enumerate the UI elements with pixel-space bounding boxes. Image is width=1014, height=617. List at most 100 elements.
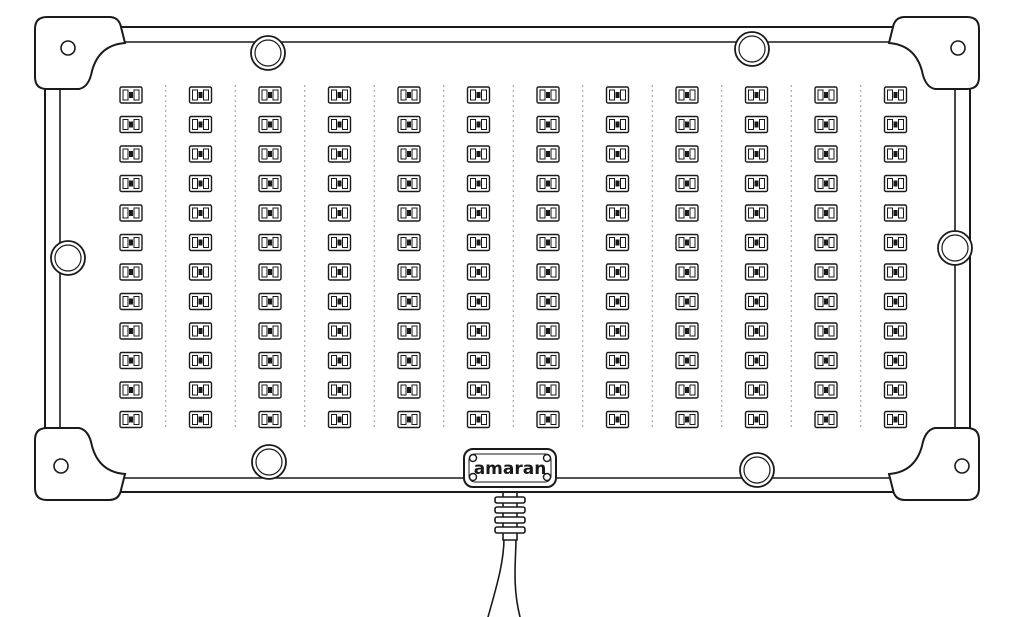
- led-chip-icon: [814, 263, 838, 281]
- brand-label: amaran: [474, 459, 547, 479]
- led-chip-icon: [883, 86, 908, 104]
- led-chip-icon: [397, 322, 421, 340]
- led-chip-icon: [119, 86, 143, 104]
- mounting-button-icon: [937, 230, 973, 266]
- led-chip-icon: [675, 292, 699, 311]
- led-chip-icon: [675, 263, 699, 281]
- led-chip-icon: [744, 174, 769, 193]
- led-chip-icon: [258, 233, 282, 252]
- led-chip-icon: [258, 204, 282, 222]
- led-chip-icon: [397, 86, 421, 104]
- led-chip-icon: [536, 292, 560, 311]
- led-chip-icon: [327, 410, 352, 429]
- mounting-button-icon: [250, 35, 286, 71]
- led-chip-icon: [883, 263, 908, 281]
- led-chip-icon: [119, 410, 143, 429]
- led-chip-icon: [675, 174, 699, 193]
- led-chip-icon: [397, 410, 421, 429]
- led-chip-icon: [675, 115, 699, 134]
- led-chip-icon: [397, 263, 421, 281]
- led-chip-icon: [605, 322, 630, 340]
- led-chip-icon: [675, 204, 699, 222]
- mounting-button-icon: [734, 31, 770, 67]
- led-chip-icon: [883, 292, 908, 311]
- led-chip-icon: [466, 263, 491, 281]
- led-chip-icon: [744, 145, 769, 163]
- led-chip-icon: [536, 204, 560, 222]
- led-chip-icon: [258, 115, 282, 134]
- led-chip-icon: [397, 351, 421, 370]
- led-chip-icon: [397, 145, 421, 163]
- led-chip-icon: [466, 381, 491, 399]
- led-chip-icon: [536, 410, 560, 429]
- led-chip-icon: [536, 174, 560, 193]
- led-chip-icon: [675, 322, 699, 340]
- led-chip-icon: [675, 86, 699, 104]
- led-chip-icon: [119, 233, 143, 252]
- led-chip-icon: [188, 410, 213, 429]
- led-chip-icon: [744, 381, 769, 399]
- led-chip-icon: [814, 292, 838, 311]
- corner-bracket-bottom-right: [887, 427, 980, 501]
- led-chip-icon: [536, 115, 560, 134]
- led-chip-icon: [327, 322, 352, 340]
- led-chip-icon: [605, 263, 630, 281]
- mounting-hole-icon: [950, 40, 966, 56]
- led-chip-icon: [466, 322, 491, 340]
- led-chip-icon: [119, 115, 143, 134]
- led-chip-icon: [883, 174, 908, 193]
- led-chip-icon: [327, 292, 352, 311]
- led-chip-icon: [883, 351, 908, 370]
- led-chip-icon: [814, 145, 838, 163]
- led-chip-icon: [814, 351, 838, 370]
- led-chip-icon: [188, 322, 213, 340]
- led-chip-icon: [744, 115, 769, 134]
- led-chip-icon: [883, 115, 908, 134]
- led-chip-icon: [327, 174, 352, 193]
- led-chip-icon: [675, 410, 699, 429]
- led-chip-icon: [466, 292, 491, 311]
- mounting-button-icon: [50, 240, 86, 276]
- mounting-button-icon: [739, 452, 775, 488]
- mounting-hole-icon: [53, 458, 69, 474]
- led-chip-icon: [536, 351, 560, 370]
- led-chip-icon: [119, 381, 143, 399]
- led-chip-icon: [327, 204, 352, 222]
- led-chip-grid: [119, 86, 908, 429]
- led-chip-icon: [188, 292, 213, 311]
- led-chip-icon: [675, 233, 699, 252]
- led-chip-icon: [605, 381, 630, 399]
- led-chip-icon: [258, 322, 282, 340]
- led-chip-icon: [327, 351, 352, 370]
- led-chip-icon: [744, 233, 769, 252]
- led-chip-icon: [327, 145, 352, 163]
- led-chip-icon: [466, 410, 491, 429]
- led-chip-icon: [188, 233, 213, 252]
- led-chip-icon: [119, 145, 143, 163]
- led-chip-icon: [119, 322, 143, 340]
- led-chip-icon: [258, 351, 282, 370]
- led-chip-icon: [814, 233, 838, 252]
- power-cable: [487, 537, 521, 617]
- led-chip-icon: [605, 115, 630, 134]
- mounting-hole-icon: [954, 458, 970, 474]
- led-chip-icon: [258, 292, 282, 311]
- corner-bracket-top-right: [887, 16, 980, 90]
- led-chip-icon: [119, 174, 143, 193]
- led-chip-icon: [466, 115, 491, 134]
- led-chip-icon: [258, 410, 282, 429]
- led-chip-icon: [258, 86, 282, 104]
- led-chip-icon: [675, 381, 699, 399]
- led-chip-icon: [744, 263, 769, 281]
- led-chip-icon: [397, 174, 421, 193]
- led-chip-icon: [327, 233, 352, 252]
- led-chip-icon: [605, 351, 630, 370]
- led-chip-icon: [119, 263, 143, 281]
- led-chip-icon: [466, 204, 491, 222]
- led-chip-icon: [188, 174, 213, 193]
- mounting-buttons: [50, 31, 973, 488]
- led-chip-icon: [605, 292, 630, 311]
- led-chip-icon: [536, 86, 560, 104]
- led-chip-icon: [814, 410, 838, 429]
- led-chip-icon: [744, 322, 769, 340]
